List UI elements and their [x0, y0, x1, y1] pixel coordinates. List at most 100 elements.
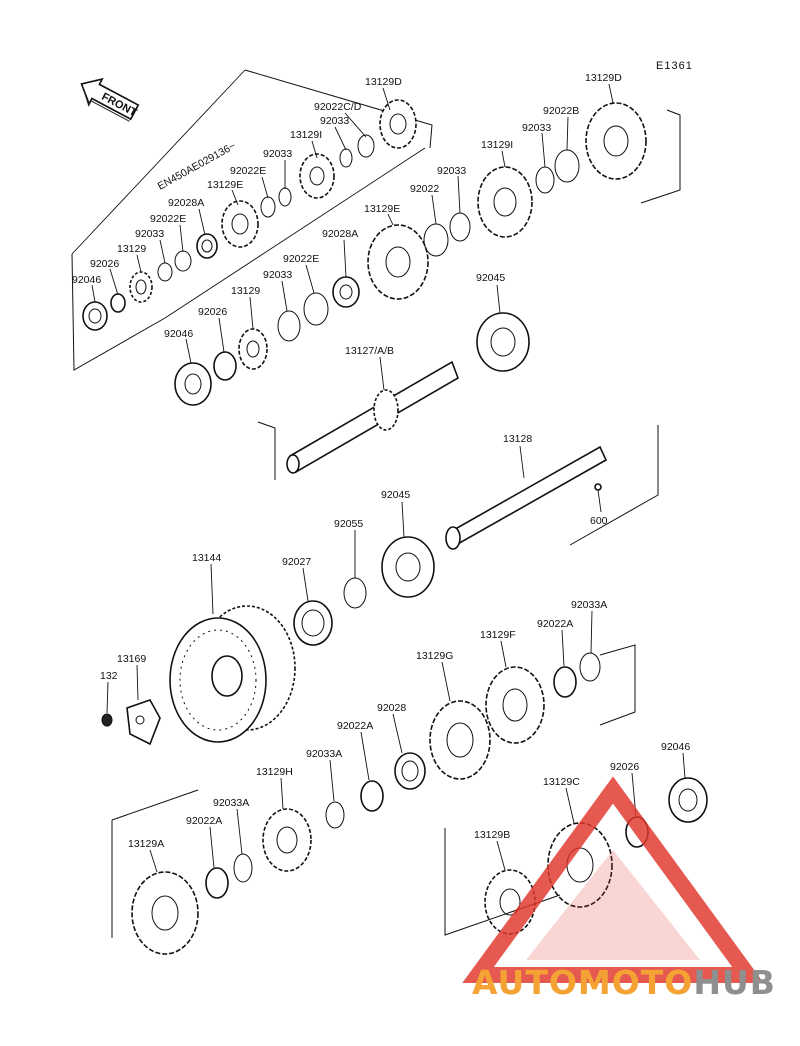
label-92022CD: 92022C/D [314, 101, 362, 113]
part-92033A-left [233, 853, 253, 883]
part-92046-left [174, 362, 212, 406]
part-labels: 13129D 92022C/D 92033 13129I 92033 92022… [72, 72, 690, 850]
label-92045-upper: 92045 [476, 272, 505, 284]
label-13129F: 13129F [480, 629, 516, 641]
part-92033A-mid [325, 801, 345, 829]
part-92022E-left [303, 292, 329, 326]
label-92022A-right: 92022A [537, 618, 573, 630]
label-92022A-left: 92022A [186, 815, 222, 827]
watermark-text-b: HUB [693, 963, 776, 1002]
label-92033-e: 92033 [437, 165, 466, 177]
part-13127-shaft [257, 360, 459, 480]
part-13129I-upper [299, 153, 335, 199]
watermark-text-a: AUTOMOTO [472, 963, 693, 1002]
part-92033A-right [579, 652, 601, 682]
label-13129H: 13129H [256, 766, 293, 778]
label-92022E-a: 92022E [230, 165, 266, 177]
label-92026-upper: 92026 [90, 258, 119, 270]
part-92022A-left [205, 867, 229, 899]
part-92046-upper [82, 301, 108, 331]
part-13169-plate [126, 699, 161, 746]
label-92028: 92028 [377, 702, 406, 714]
label-13129E-left: 13129E [364, 203, 400, 215]
label-92022B: 92022B [543, 105, 579, 117]
part-92022A-mid [360, 780, 384, 812]
label-13128: 13128 [503, 433, 532, 445]
label-13129G: 13129G [416, 650, 453, 662]
part-92022CD-upper [357, 134, 375, 158]
part-92033-upper-b [278, 187, 292, 207]
part-92045-lower [381, 536, 435, 598]
part-132-bolt [101, 713, 113, 727]
part-13129I-right [477, 166, 533, 238]
label-92022: 92022 [410, 183, 439, 195]
watermark-triangle-icon [462, 776, 764, 983]
label-13129C: 13129C [543, 776, 580, 788]
part-13129A [131, 871, 199, 955]
label-13127: 13127/A/B [345, 345, 394, 357]
label-92033-c: 92033 [135, 228, 164, 240]
part-92022B [554, 149, 580, 183]
part-92026-upper [110, 293, 126, 313]
label-92033A-right: 92033A [571, 599, 607, 611]
part-92028A-upper [196, 233, 218, 259]
label-92033-b: 92033 [263, 148, 292, 160]
label-13129I-right: 13129I [481, 139, 513, 151]
watermark-text: AUTOMOTOHUB [472, 963, 776, 1002]
part-13129D-upper [379, 99, 417, 149]
label-132: 132 [100, 670, 118, 682]
label-92022E-b: 92022E [150, 213, 186, 225]
part-92033-far-right [535, 166, 555, 194]
label-92033-a: 92033 [320, 115, 349, 127]
lower-right-bracket [599, 644, 636, 726]
part-92046-lower [668, 777, 708, 823]
part-92026-left [213, 351, 237, 381]
leader-lines [91, 83, 686, 873]
label-13129E-upper: 13129E [207, 179, 243, 191]
part-13129-left [238, 328, 268, 370]
part-92022E-upper-b [260, 196, 276, 218]
label-92055: 92055 [334, 518, 363, 530]
part-92028 [394, 752, 426, 790]
label-92046-lower: 92046 [661, 741, 690, 753]
part-13128-shaft [445, 425, 659, 550]
upper-panel-outline [71, 69, 433, 371]
label-92028A-upper: 92028A [168, 197, 204, 209]
label-92022A-mid: 92022A [337, 720, 373, 732]
label-92022E-c: 92022E [283, 253, 319, 265]
diagram-code: E1361 [656, 60, 693, 72]
part-13129E-upper [221, 200, 259, 248]
part-92022 [423, 223, 449, 257]
label-92045-lower: 92045 [381, 489, 410, 501]
label-13129B: 13129B [474, 829, 510, 841]
part-13129E-left [367, 224, 429, 300]
label-13129-upper: 13129 [117, 243, 146, 255]
part-92055 [343, 577, 367, 609]
part-92033-left [277, 310, 301, 342]
label-92046-upper: 92046 [72, 274, 101, 286]
part-92033-upper-a [157, 262, 173, 282]
part-92033-upper-c [339, 148, 353, 168]
label-13129D-right: 13129D [585, 72, 622, 84]
label-13129D-upper: 13129D [365, 76, 402, 88]
label-13129I-upper: 13129I [290, 129, 322, 141]
part-92028A-left [332, 276, 360, 308]
label-92033-f: 92033 [263, 269, 292, 281]
part-13129-upper [129, 271, 153, 303]
label-13129A: 13129A [128, 838, 164, 850]
label-600: 600 [590, 515, 608, 527]
label-92028A-left: 92028A [322, 228, 358, 240]
label-92046-left: 92046 [164, 328, 193, 340]
part-13129H [262, 808, 312, 872]
label-13144: 13144 [192, 552, 221, 564]
right-bracket [640, 109, 681, 204]
label-92033A-mid: 92033A [306, 748, 342, 760]
part-92033-right [449, 212, 471, 242]
front-arrow-icon: FRONT [80, 77, 140, 122]
label-13169: 13169 [117, 653, 146, 665]
part-92045-upper [476, 312, 530, 372]
part-13129G [429, 700, 491, 780]
label-92027: 92027 [282, 556, 311, 568]
watermark-logo [462, 776, 764, 983]
